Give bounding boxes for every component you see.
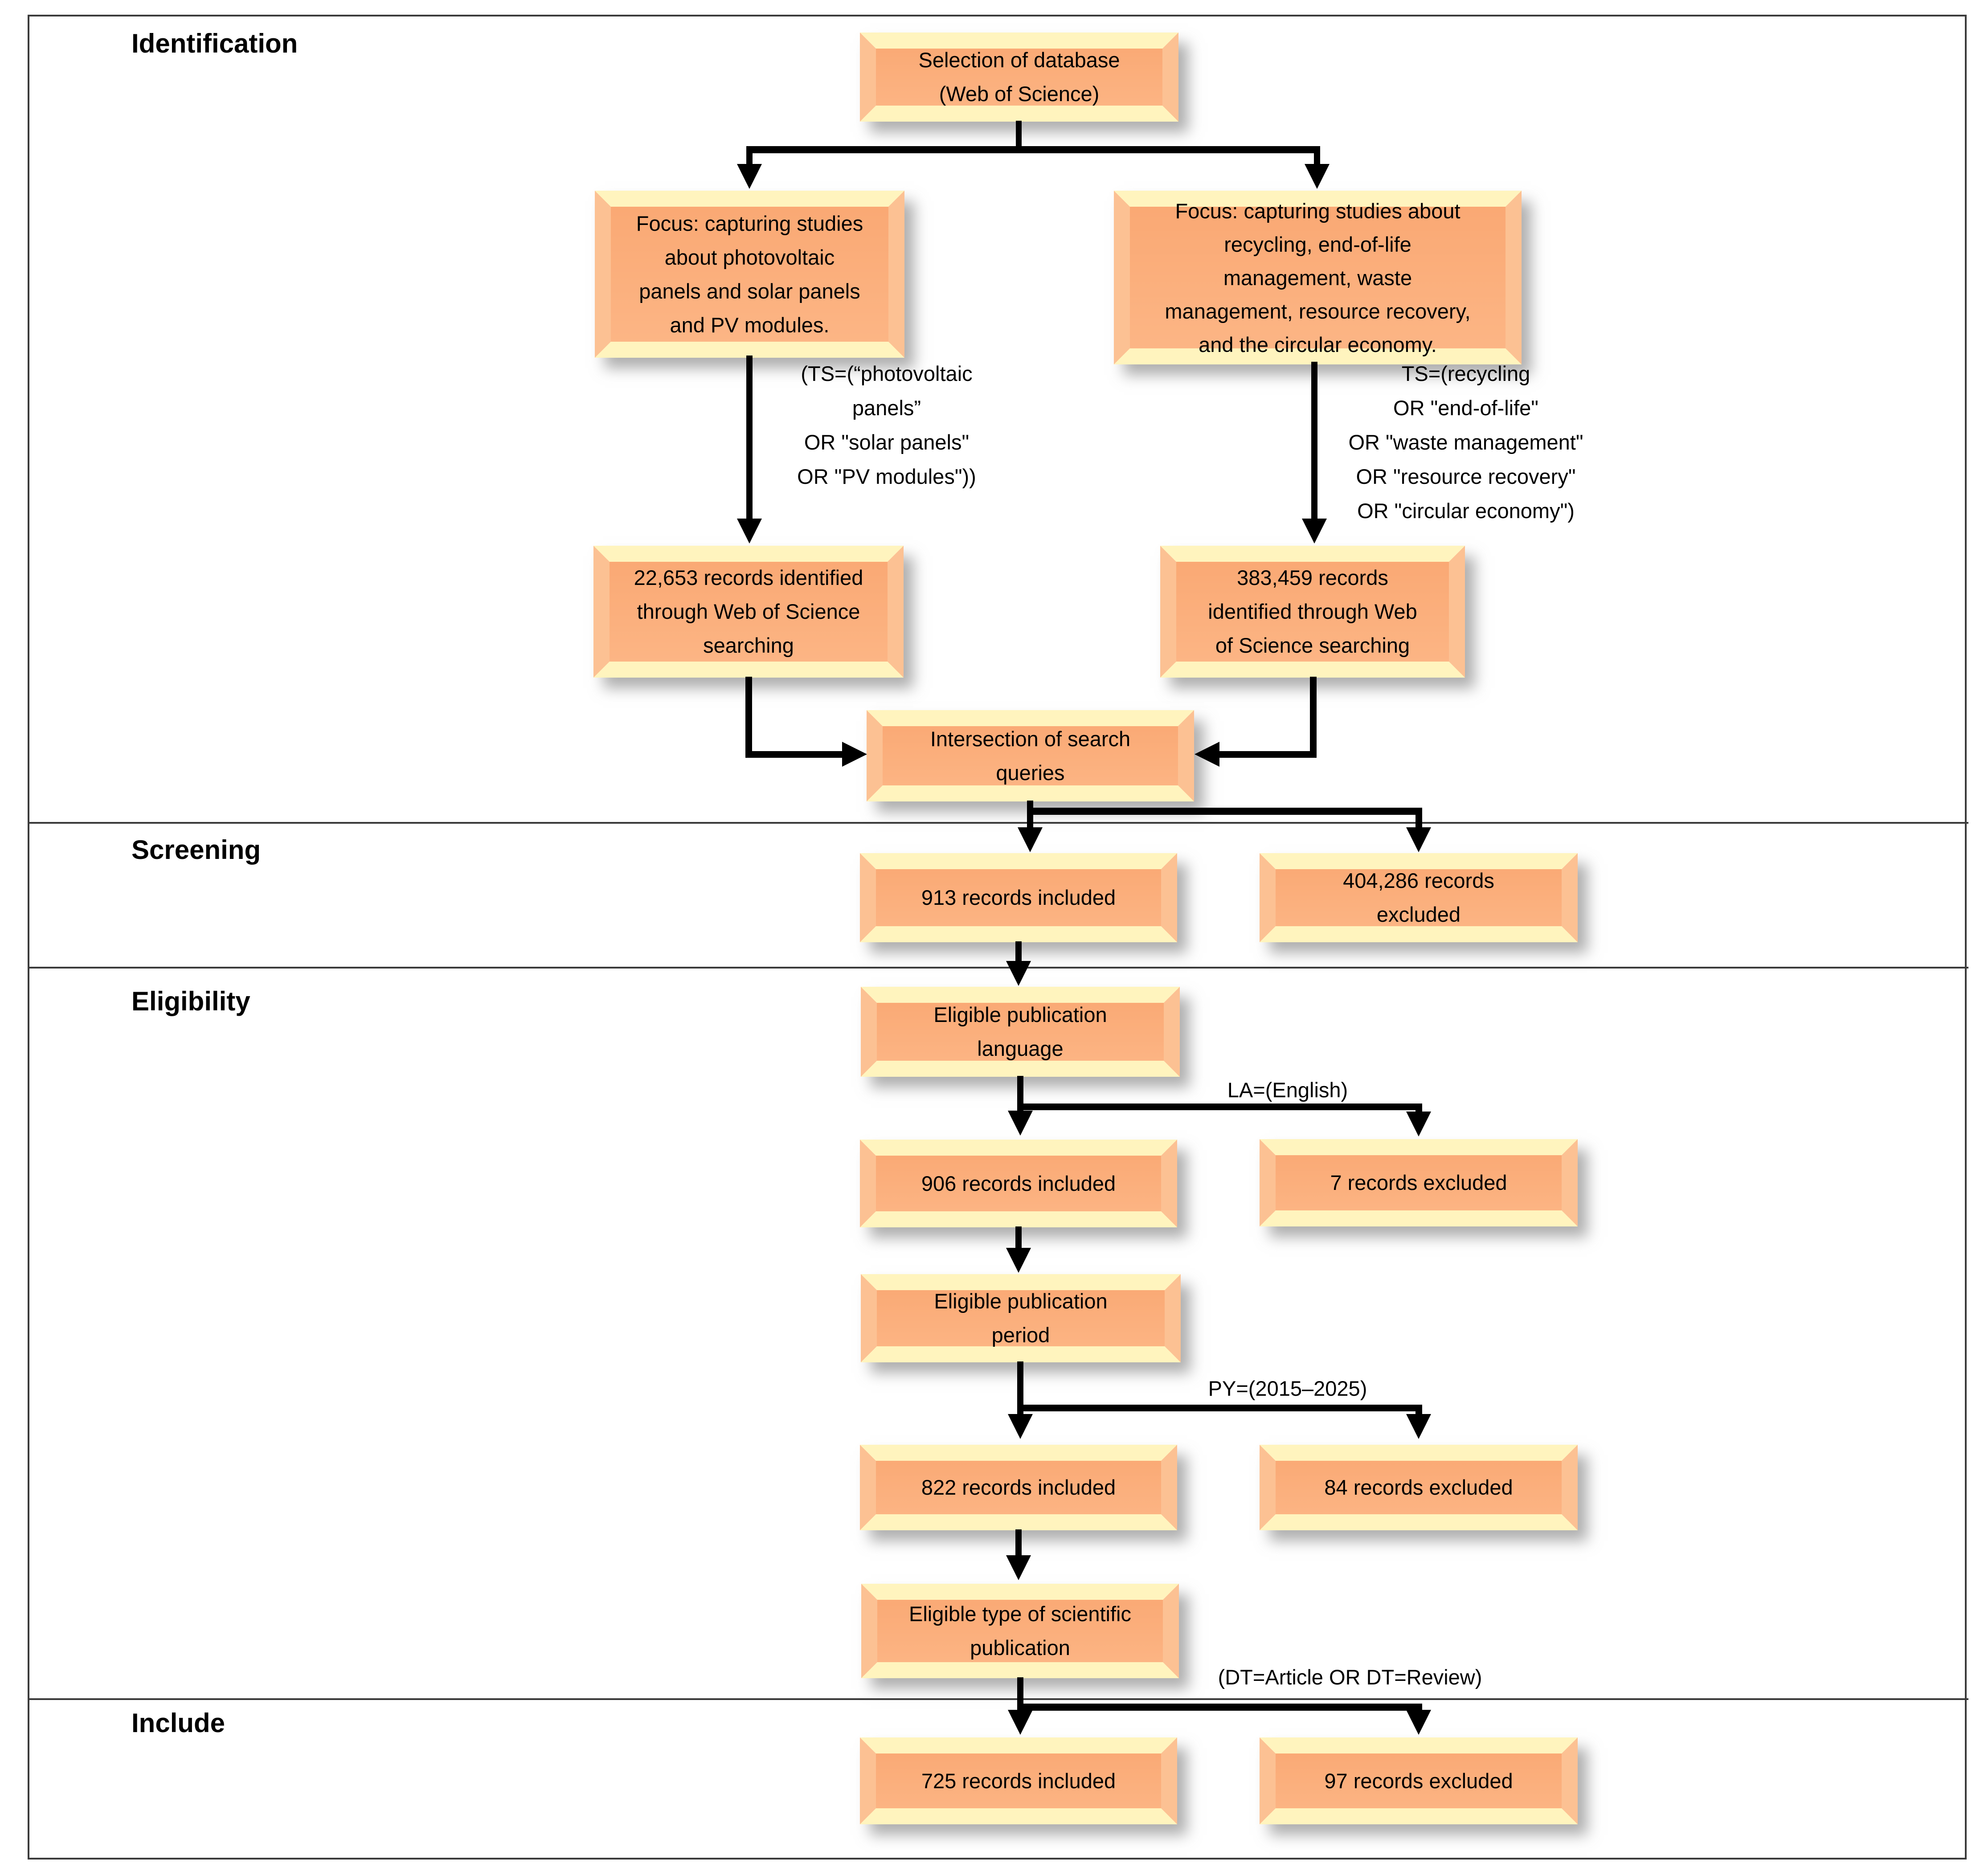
records-identified-right-text: 383,459 records identified through Web o…	[1208, 566, 1417, 657]
type-filter-label: (DT=Article OR DT=Review)	[1218, 1665, 1482, 1689]
flow-line	[1017, 1361, 1023, 1415]
language-filter-label: LA=(English)	[1227, 1078, 1348, 1102]
flow-line	[1015, 1529, 1022, 1556]
period-included-text: 822 records included	[921, 1475, 1116, 1499]
eligible-period-text: Eligible publication period	[934, 1289, 1108, 1347]
eligible-type-box: Eligible type of scientific publication	[861, 1584, 1179, 1678]
arrowhead-down	[1302, 519, 1327, 544]
database-selection-box: Selection of database (Web of Science)	[860, 33, 1178, 122]
focus-left-box: Focus: capturing studies about photovolt…	[595, 191, 904, 358]
eligible-language-box: Eligible publication language	[861, 987, 1180, 1077]
flow-line	[1017, 1677, 1023, 1711]
screening-excluded-text: 404,286 records excluded	[1343, 869, 1494, 926]
screening-included-text: 913 records included	[921, 886, 1116, 909]
flow-line	[1416, 1704, 1422, 1711]
flow-line	[1027, 808, 1422, 815]
flow-line	[746, 146, 1320, 153]
arrowhead-down	[1008, 1710, 1033, 1735]
intersection-box: Intersection of search queries	[867, 710, 1194, 801]
arrowhead-down	[1008, 1414, 1033, 1439]
focus-left-text: Focus: capturing studies about photovolt…	[636, 211, 863, 337]
arrowhead-down	[1018, 827, 1043, 852]
eligible-type-text: Eligible type of scientific publication	[909, 1602, 1131, 1659]
period-filter-label: PY=(2015–2025)	[1208, 1377, 1367, 1400]
diagram-border	[28, 15, 1967, 1860]
flow-line	[1017, 1704, 1422, 1711]
flow-line	[1219, 751, 1317, 758]
eligible-period-box: Eligible publication period	[861, 1274, 1181, 1362]
language-included-text: 906 records included	[921, 1171, 1116, 1195]
screening-excluded-box: 404,286 records excluded	[1260, 853, 1578, 942]
focus-right-box: Focus: capturing studies about recycling…	[1114, 191, 1522, 364]
section-label-include: Include	[131, 1708, 225, 1738]
flow-line	[1017, 1076, 1023, 1112]
flow-line	[1416, 1405, 1422, 1415]
records-identified-left-box: 22,653 records identified through Web of…	[593, 546, 904, 678]
arrowhead-down	[1008, 1111, 1033, 1136]
period-excluded-box: 84 records excluded	[1260, 1445, 1578, 1530]
arrowhead-down	[737, 164, 762, 189]
flow-line	[1017, 1104, 1422, 1110]
period-excluded-text: 84 records excluded	[1324, 1475, 1513, 1499]
include-excluded-box: 97 records excluded	[1260, 1737, 1578, 1824]
section-divider-eligibility	[28, 967, 1968, 969]
arrowhead-down	[1006, 961, 1031, 986]
flow-line	[1314, 153, 1320, 165]
arrowhead-down	[1406, 1414, 1431, 1439]
flow-line	[1015, 1226, 1022, 1249]
flow-line	[746, 356, 753, 519]
period-included-box: 822 records included	[860, 1445, 1177, 1530]
arrowhead-down	[737, 519, 762, 544]
section-divider-screening	[28, 822, 1968, 824]
section-label-screening: Screening	[131, 835, 261, 865]
flow-line	[1311, 362, 1317, 519]
arrowhead-down	[1406, 1112, 1431, 1136]
flow-line	[1310, 677, 1317, 757]
screening-included-box: 913 records included	[860, 853, 1177, 942]
language-excluded-box: 7 records excluded	[1260, 1139, 1578, 1226]
arrowhead-down	[1305, 164, 1330, 189]
search-query-right-label: TS=(recycling OR "end-of-life" OR "waste…	[1348, 362, 1583, 523]
flow-line	[1017, 1405, 1422, 1411]
include-included-text: 725 records included	[921, 1769, 1116, 1793]
include-included-box: 725 records included	[860, 1737, 1177, 1824]
flow-line	[746, 153, 753, 165]
eligible-language-text: Eligible publication language	[933, 1003, 1107, 1060]
intersection-text: Intersection of search queries	[930, 727, 1131, 785]
focus-right-text: Focus: capturing studies about recycling…	[1165, 199, 1471, 356]
section-label-eligibility: Eligibility	[131, 986, 250, 1016]
section-divider-include	[28, 1698, 1968, 1700]
flow-line	[1015, 941, 1022, 962]
language-included-box: 906 records included	[860, 1140, 1177, 1227]
flow-line	[1016, 121, 1022, 147]
flow-line	[1416, 808, 1422, 828]
arrowhead-right	[842, 742, 867, 767]
search-query-left-label: (TS=(“photovoltaic panels” OR "solar pan…	[797, 362, 976, 488]
records-identified-right-box: 383,459 records identified through Web o…	[1160, 546, 1465, 678]
arrowhead-down	[1406, 827, 1431, 852]
database-selection-text: Selection of database (Web of Science)	[918, 48, 1120, 106]
flow-line	[745, 677, 752, 757]
arrowhead-left	[1195, 742, 1219, 767]
flow-line	[1416, 1104, 1422, 1112]
records-identified-left-text: 22,653 records identified through Web of…	[634, 566, 863, 657]
language-excluded-text: 7 records excluded	[1330, 1171, 1507, 1194]
arrowhead-down	[1406, 1710, 1431, 1735]
flow-line	[745, 751, 843, 758]
section-label-identification: Identification	[131, 29, 298, 58]
arrowhead-down	[1006, 1248, 1031, 1273]
arrowhead-down	[1006, 1555, 1031, 1580]
include-excluded-text: 97 records excluded	[1324, 1769, 1513, 1793]
